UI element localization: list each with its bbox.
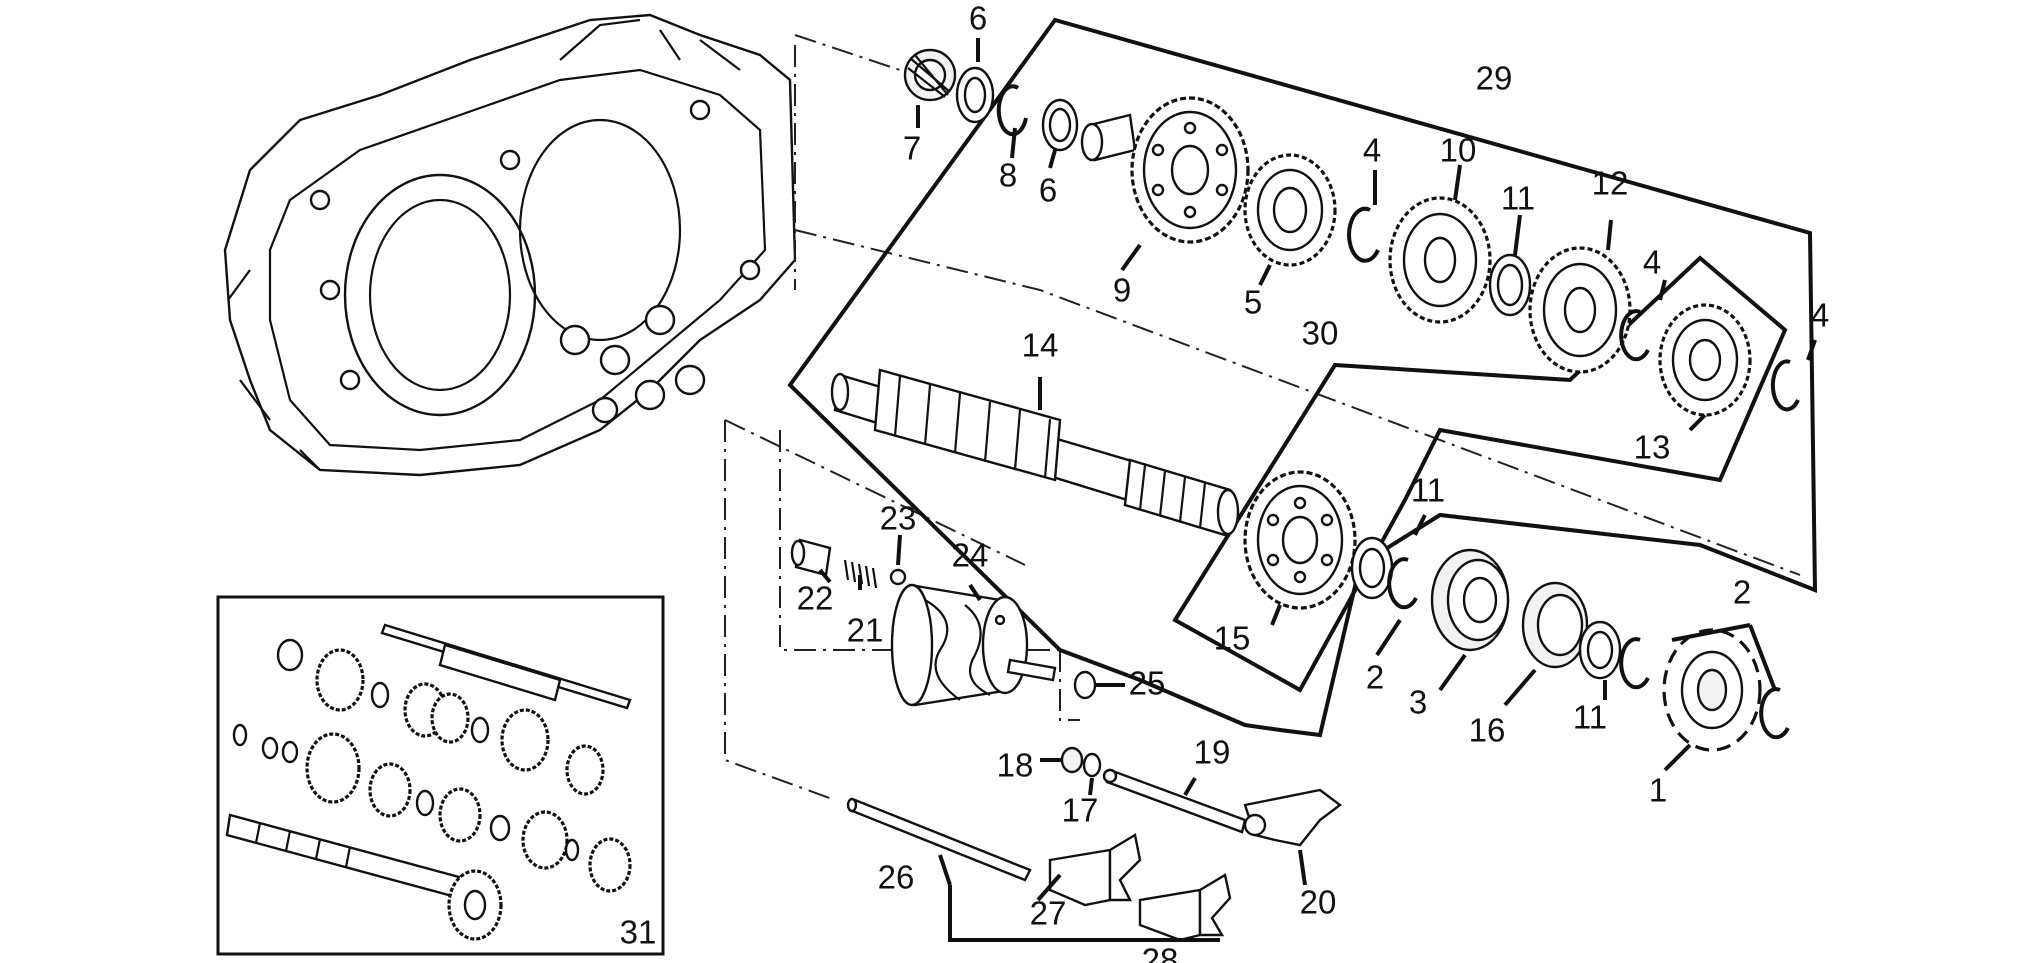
crankcase-housing (223, 13, 797, 477)
thrust-washer-upper (955, 66, 995, 124)
callout-30: 30 (1302, 315, 1339, 352)
shift-drum-24 (890, 583, 1057, 707)
callout-11-c: 11 (1573, 699, 1607, 736)
washer-25 (1073, 670, 1097, 700)
circlip-4b (1619, 309, 1650, 362)
gear-5 (1243, 153, 1337, 267)
callout-24: 24 (952, 537, 989, 574)
ball-23 (889, 568, 907, 586)
shift-fork-shaft-19 (1102, 768, 1247, 834)
ball-bearing-3 (1430, 548, 1510, 652)
callout-22: 22 (797, 580, 834, 617)
callout-2-top: 2 (1733, 574, 1751, 611)
callout-21: 21 (847, 612, 884, 649)
callout-29: 29 (1476, 60, 1513, 97)
washer-11a (1488, 253, 1532, 317)
callout-10: 10 (1440, 132, 1477, 169)
circlip-4a (1347, 206, 1380, 263)
circlip-4c (1770, 359, 1800, 412)
callout-7: 7 (903, 130, 921, 167)
callout-18: 18 (997, 747, 1034, 784)
callout-labels: 6 7 8 6 29 4 10 11 12 4 4 9 5 30 13 14 1… (620, 0, 1830, 963)
callout-19: 19 (1194, 734, 1231, 771)
callout-17: 17 (1062, 792, 1099, 829)
needle-bearing (903, 48, 957, 102)
washer-11c (1578, 620, 1622, 680)
thrust-washer-mid (1041, 98, 1079, 152)
fork-rod-26 (846, 797, 1032, 882)
inset-box (216, 595, 665, 956)
callout-6-top: 6 (969, 0, 987, 37)
washer-18 (1060, 746, 1084, 774)
callout-25: 25 (1129, 665, 1166, 702)
washer-11b (1350, 536, 1394, 600)
shift-fork-27 (1048, 833, 1142, 907)
circlip-2a (1387, 557, 1418, 610)
callout-11-a: 11 (1501, 180, 1535, 217)
leader-lines (818, 38, 1817, 942)
callout-16: 16 (1469, 712, 1506, 749)
main-shaft (830, 368, 1240, 537)
oil-seal-16 (1521, 581, 1589, 669)
callout-9: 9 (1113, 272, 1131, 309)
callout-14: 14 (1022, 327, 1059, 364)
shift-fork-28 (1138, 873, 1232, 942)
callout-12: 12 (1592, 165, 1629, 202)
spacer-bushing (1080, 113, 1137, 162)
gear-10 (1388, 196, 1492, 324)
circlip-2c (1759, 687, 1790, 740)
gear-12 (1528, 246, 1632, 374)
callout-13: 13 (1634, 429, 1671, 466)
gear-13 (1658, 303, 1752, 417)
shift-fork-20 (1243, 788, 1342, 847)
callout-1: 1 (1649, 772, 1667, 809)
callout-11-b: 11 (1411, 472, 1445, 509)
callout-4-c: 4 (1811, 297, 1829, 334)
gear-9 (1130, 96, 1250, 244)
washer-17 (1082, 752, 1102, 778)
callout-5: 5 (1244, 284, 1262, 321)
callout-31: 31 (620, 914, 657, 951)
callout-26: 26 (878, 859, 915, 896)
callout-8: 8 (999, 157, 1017, 194)
assembly-outlines (787, 17, 1818, 738)
callout-23: 23 (880, 500, 917, 537)
circlip-2b (1619, 637, 1650, 690)
detent-plunger-22 (790, 538, 832, 577)
gear-15 (1243, 470, 1357, 610)
callout-4-b: 4 (1643, 244, 1661, 281)
callout-6-mid: 6 (1039, 172, 1057, 209)
spring-21 (843, 559, 878, 589)
callout-2-mid: 2 (1366, 659, 1384, 696)
callout-4-a: 4 (1363, 132, 1381, 169)
callout-15: 15 (1214, 620, 1251, 657)
drive-sprocket-1 (1662, 628, 1762, 752)
circlip-upper (996, 84, 1028, 137)
callout-3: 3 (1409, 684, 1427, 721)
callout-28: 28 (1142, 942, 1179, 963)
callout-20: 20 (1300, 884, 1337, 921)
callout-27: 27 (1030, 895, 1067, 932)
